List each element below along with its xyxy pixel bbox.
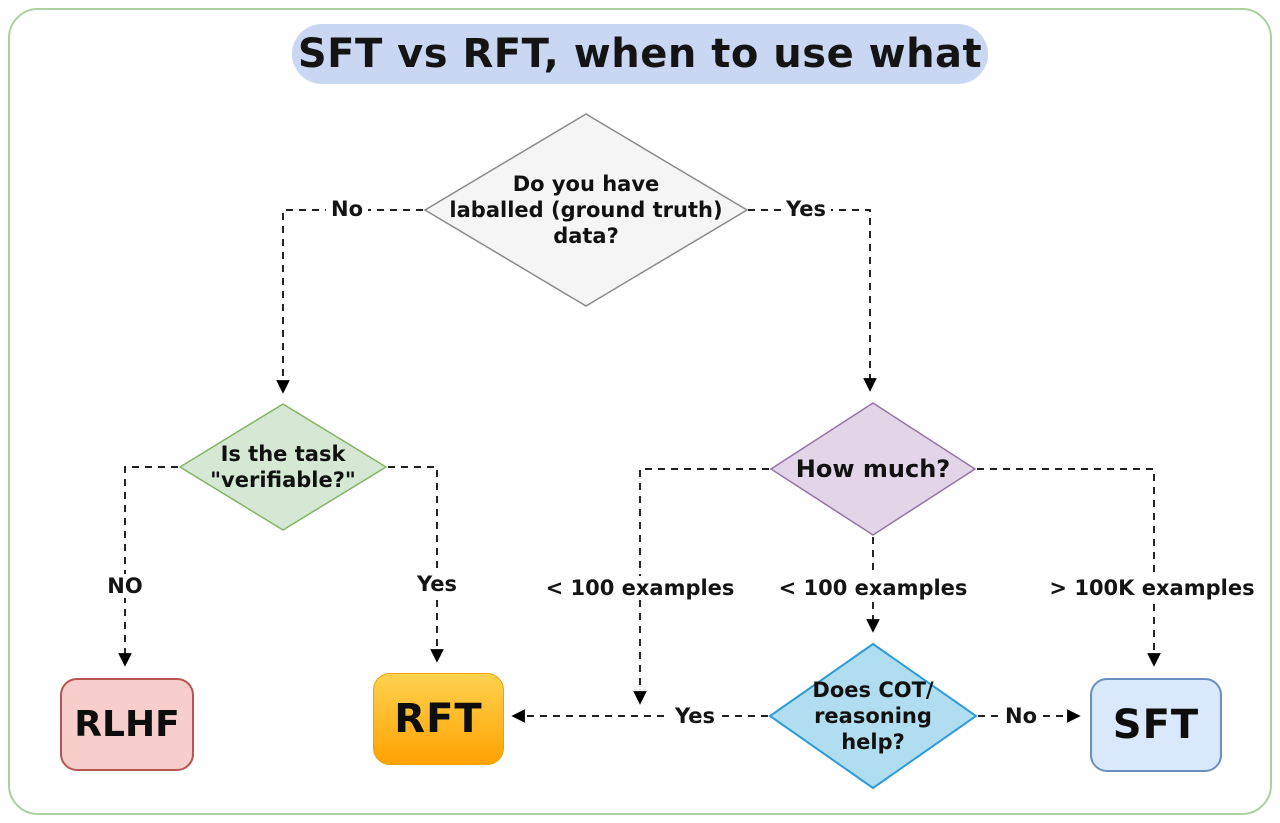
edge-label-verifiable-no: NO [102, 574, 148, 598]
edge-label-cot-yes: Yes [669, 704, 721, 728]
page-title: SFT vs RFT, when to use what [292, 24, 988, 84]
outer-frame [8, 8, 1272, 815]
edge-label-gt100k: > 100K examples [1044, 576, 1260, 600]
decision-cot-helps-label: Does COT/ reasoning help? [812, 677, 934, 755]
edge-howmuch-left [633, 468, 769, 705]
decision-task-verifiable-label: Is the task "verifiable?" [210, 441, 356, 492]
edge-howmuch-right [977, 468, 1161, 667]
result-rlhf-box: RLHF [60, 678, 194, 771]
decision-task-verifiable: Is the task "verifiable?" [178, 402, 388, 532]
decision-how-much: How much? [769, 401, 977, 537]
result-rft-box: RFT [373, 673, 504, 765]
edge-label-root-yes: Yes [780, 197, 832, 221]
diamond-shape [769, 402, 977, 536]
edge-verifiable-yes [388, 466, 444, 663]
edge-label-lt100-mid: < 100 examples [773, 576, 973, 600]
edge-root-no [276, 209, 423, 394]
decision-labelled-data-label: Do you have laballed (ground truth) data… [449, 171, 723, 249]
edge-root-yes [748, 209, 877, 392]
result-sft-box: SFT [1090, 678, 1222, 772]
diamond-shape [423, 113, 749, 307]
decision-cot-helps: Does COT/ reasoning help? [768, 642, 978, 790]
diamond-shape [178, 403, 388, 531]
edge-label-root-no: No [325, 197, 369, 221]
decision-labelled-data: Do you have laballed (ground truth) data… [423, 112, 749, 308]
diamond-shape [768, 642, 978, 790]
edge-label-verifiable-yes: Yes [411, 572, 463, 596]
edge-label-cot-no: No [999, 704, 1043, 728]
edge-label-lt100-left: < 100 examples [540, 576, 740, 600]
edge-verifiable-no [118, 466, 178, 667]
decision-how-much-label: How much? [795, 455, 951, 483]
